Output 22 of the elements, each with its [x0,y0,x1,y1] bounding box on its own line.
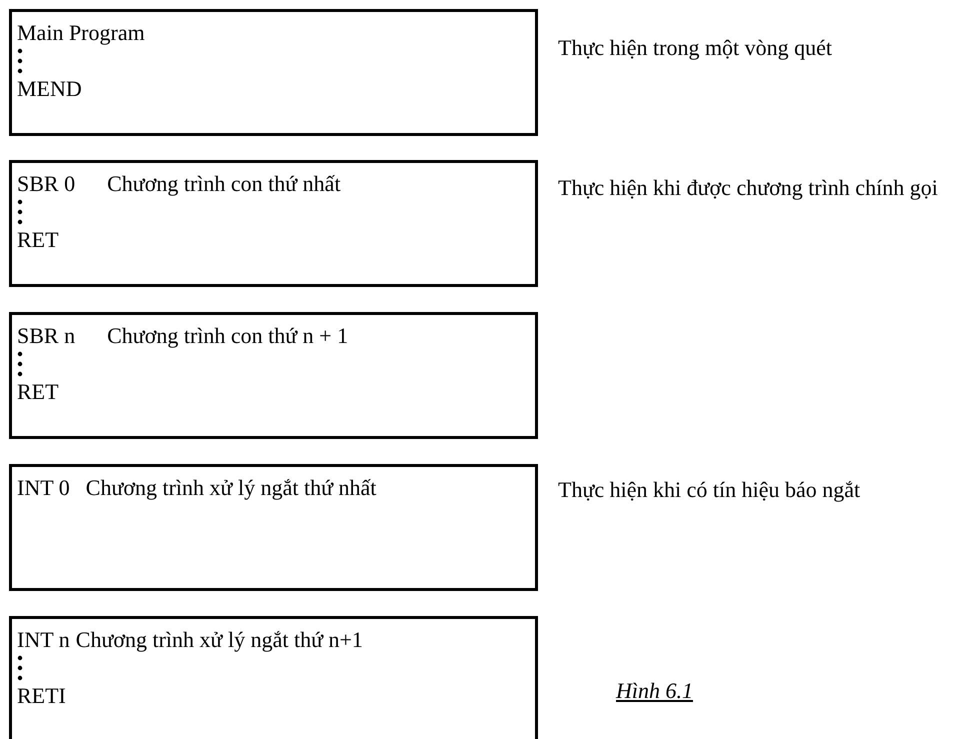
program-box [9,464,538,591]
program-description: Chương trình xử lý ngắt thứ nhất [86,475,376,500]
program-box [9,312,538,439]
description-text: Thực hiện khi có tín hiệu báo ngắt [558,476,862,504]
program-box [9,616,538,739]
figure-caption: Hình 6.1 [616,677,693,705]
description-text: Thực hiện trong một vòng quét [558,34,834,62]
program-description: Chương trình xử lý ngắt thứ n+1 [76,627,363,652]
program-label: SBR n [17,323,76,348]
program-box [9,9,538,136]
end-instruction: RET [17,379,59,405]
program-label: Main Program [17,20,145,45]
program-description: Chương trình con thứ n + 1 [107,323,348,348]
program-label: INT n [17,627,70,652]
end-instruction: RET [17,227,59,253]
end-instruction: RETI [17,683,66,709]
program-description: Chương trình con thứ nhất [107,171,341,196]
description-text: Thực hiện khi được chương trình chính gọi [558,174,939,202]
program-label: INT 0 [17,475,70,500]
end-instruction: MEND [17,76,82,102]
program-box [9,160,538,287]
program-label: SBR 0 [17,171,76,196]
